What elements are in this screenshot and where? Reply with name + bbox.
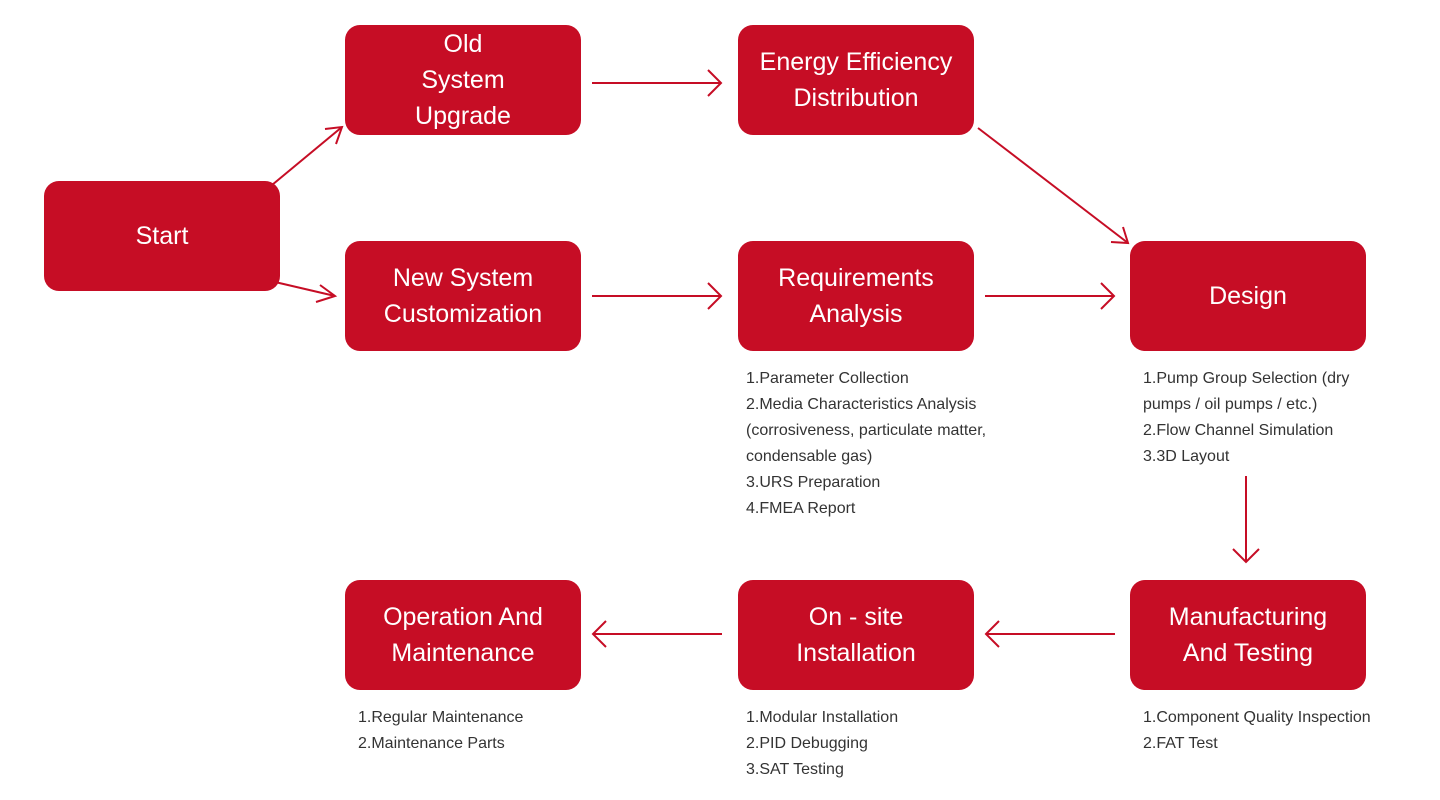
note-line: 2.Media Characteristics Analysis [746, 396, 977, 413]
node-old-system-upgrade: Old System Upgrade [345, 25, 581, 135]
note-line: 2.PID Debugging [746, 735, 868, 752]
note-operation-and-maintenance: 1.Regular Maintenance 2.Maintenance Part… [358, 705, 523, 757]
note-line: 2.Maintenance Parts [358, 735, 505, 752]
arrow-new-system-customization-to-requirements-analysis [592, 282, 723, 310]
arrow-manufacturing-to-onsite-installation [984, 620, 1115, 648]
node-operation-and-maintenance: Operation And Maintenance [345, 580, 581, 690]
node-new-system-customization-label: New System Customization [383, 264, 543, 328]
note-line: 1.Regular Maintenance [358, 709, 524, 726]
node-manufacturing-and-testing: Manufacturing And Testing [1130, 580, 1366, 690]
node-energy-efficiency-distribution: Energy Efficiency Distribution [738, 25, 974, 135]
node-start-label: Start [135, 222, 189, 250]
note-design: 1.Pump Group Selection (dry pumps / oil … [1143, 366, 1349, 470]
node-requirements-analysis: Requirements Analysis [738, 241, 974, 351]
node-design: Design [1130, 241, 1366, 351]
note-onsite-installation: 1.Modular Installation 2.PID Debugging 3… [746, 705, 898, 783]
note-line: condensable gas) [746, 448, 873, 465]
node-new-system-customization: New System Customization [345, 241, 581, 351]
note-line: 3.SAT Testing [746, 761, 844, 778]
arrow-requirements-analysis-to-design [985, 282, 1116, 310]
note-line: 1.Pump Group Selection (dry [1143, 370, 1350, 387]
note-manufacturing-and-testing: 1.Component Quality Inspection 2.FAT Tes… [1143, 705, 1371, 757]
note-line: 3.3D Layout [1143, 448, 1230, 465]
note-requirements-analysis: 1.Parameter Collection 2.Media Character… [746, 366, 986, 522]
node-energy-efficiency-distribution-label: Energy Efficiency Distribution [759, 48, 953, 112]
arrow-start-to-old-system-upgrade [271, 125, 344, 186]
note-line: 4.FMEA Report [746, 500, 856, 517]
note-line: 2.Flow Channel Simulation [1143, 422, 1334, 439]
node-requirements-analysis-label: Requirements Analysis [778, 264, 934, 328]
arrow-start-to-new-system-customization [274, 281, 338, 303]
note-line: pumps / oil pumps / etc.) [1143, 396, 1318, 413]
arrow-energy-efficiency-to-design [977, 127, 1130, 245]
node-operation-and-maintenance-label: Operation And Maintenance [383, 603, 543, 667]
note-line: 3.URS Preparation [746, 474, 881, 491]
node-onsite-installation: On - site Installation [738, 580, 974, 690]
node-onsite-installation-label: On - site Installation [796, 603, 916, 667]
node-start: Start [44, 181, 280, 291]
node-design-label: Design [1209, 282, 1287, 310]
node-old-system-upgrade-label: Old System Upgrade [415, 30, 511, 130]
arrow-old-system-upgrade-to-energy-efficiency [592, 69, 723, 97]
node-manufacturing-and-testing-label: Manufacturing And Testing [1168, 603, 1328, 667]
note-line: 1.Parameter Collection [746, 370, 909, 387]
note-line: (corrosiveness, particulate matter, [746, 422, 987, 439]
arrow-design-to-manufacturing [1232, 476, 1260, 564]
arrow-onsite-installation-to-operation [591, 620, 722, 648]
note-line: 1.Modular Installation [746, 709, 899, 726]
note-line: 1.Component Quality Inspection [1143, 709, 1371, 726]
note-line: 2.FAT Test [1143, 735, 1218, 752]
